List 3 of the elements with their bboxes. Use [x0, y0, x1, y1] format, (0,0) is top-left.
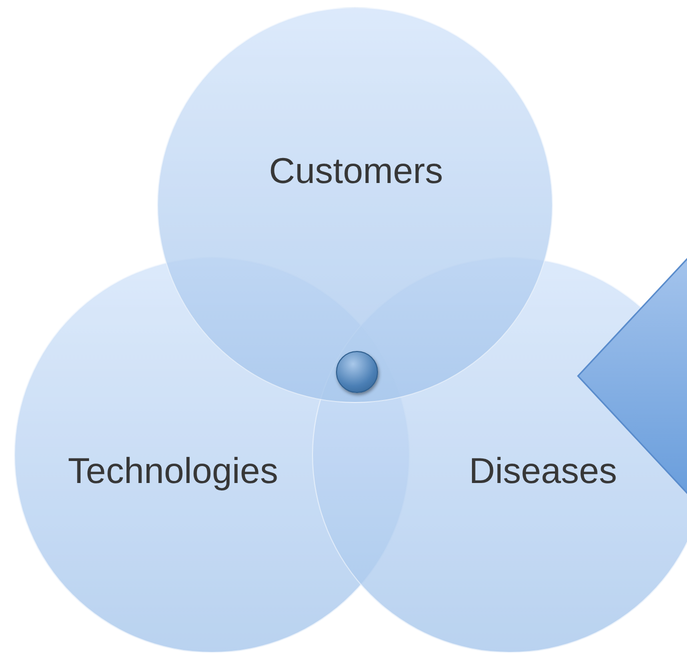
- circle-label: Diseases: [468, 450, 618, 492]
- circle-label: Customers: [268, 150, 444, 192]
- circle-label: Technologies: [68, 450, 278, 492]
